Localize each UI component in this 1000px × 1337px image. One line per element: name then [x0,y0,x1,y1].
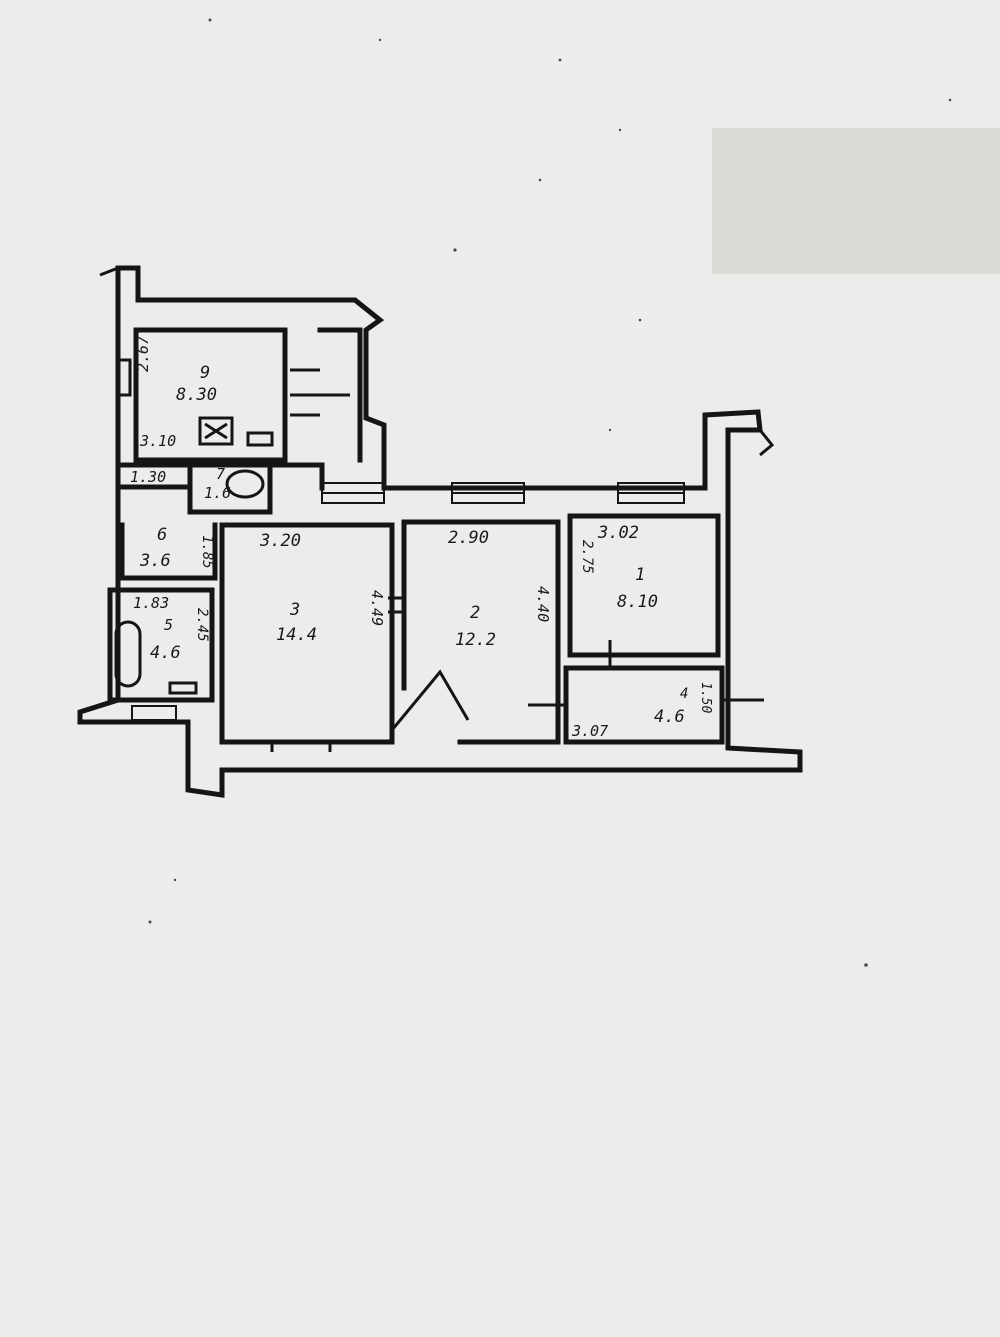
outer-walls [77,265,803,798]
room-dim: 2.45 [194,608,210,642]
room-area: 8.10 [617,592,658,612]
window-icon [131,705,177,721]
room-area: 4.6 [654,707,685,727]
room-number: 2 [470,603,480,623]
room-number: 6 [157,525,167,545]
room-dim: 3.20 [259,531,301,551]
room-dim: 2.67 [134,336,152,372]
room-dim: 3.10 [139,432,176,450]
room-number: 4 [680,686,688,702]
room-dim: 1.85 [199,535,215,569]
washbasin-icon [168,681,198,695]
room-number: 3 [289,600,300,620]
sink-icon [246,431,274,447]
room-number: 9 [200,363,210,383]
room-area: 1.6 [204,484,231,502]
window-icons [321,482,685,504]
room-dim: 3.07 [571,722,608,740]
room-dim: 1.50 [698,682,713,713]
scan-gray-patch [712,128,1000,274]
room-number: 1 [635,565,645,585]
room-bedroom-1: 3.02 1 8.10 2.75 [567,513,721,670]
room-hall-small: 6 3.6 1.85 [119,522,218,581]
stove-icon [198,416,234,446]
room-bathroom: 1.83 5 4.6 2.45 [107,587,215,721]
room-dim: 4.49 [368,590,386,626]
room-kitchen: 9 8.30 2.67 3.10 [120,327,363,463]
room-area: 12.2 [455,630,496,650]
room-area: 3.6 [139,551,171,571]
room-dim: 4.40 [534,586,552,622]
room-number: 5 [164,616,173,634]
room-dim: 1.83 [133,594,169,612]
room-corridor-4: 4 4.6 3.07 1.50 [528,665,764,745]
room-area: 4.6 [150,643,181,663]
scan-noise [148,18,952,967]
room-living-3: 3.20 3 14.4 4.49 [219,522,402,752]
room-dim: 1.30 [130,468,166,486]
room-number: 7 [216,465,225,483]
room-wc: 7 1.6 1.30 [130,462,273,515]
room-dim: 3.02 [597,523,639,543]
bathtub-icon [114,620,142,688]
room-living-2: 2.90 2 12.2 4.40 [390,519,561,745]
toilet-icon [225,469,265,499]
room-dim: 2.90 [448,528,489,548]
room-area: 14.4 [276,625,317,645]
room-dim: 2.75 [579,540,595,574]
room-area: 8.30 [176,385,217,405]
